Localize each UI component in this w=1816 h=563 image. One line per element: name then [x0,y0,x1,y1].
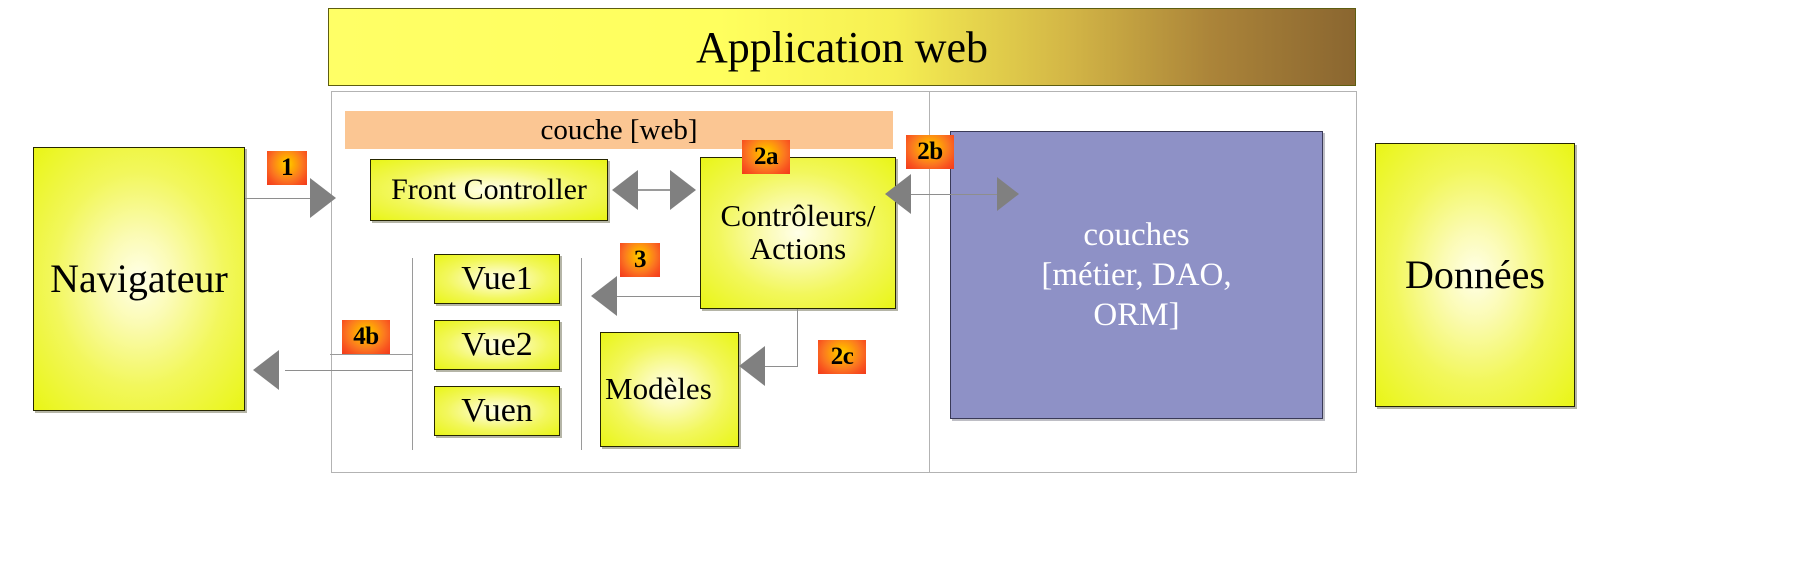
arrow-4b-shaft [285,370,412,371]
modeles-label: Modèles [605,371,712,407]
arrow-1-head [310,178,336,218]
navigateur-box: Navigateur [33,147,245,411]
business-line-3: ORM] [1093,297,1180,334]
arrow-4b-head [253,350,279,390]
controleurs-line-2: Actions [749,231,847,266]
arrow-2b-shaft [911,194,997,195]
layer-divider [929,91,930,473]
vue-stack-right-bracket [581,258,582,450]
front-controller-label: Front Controller [391,173,587,207]
badge-3-label: 3 [634,246,647,273]
arrow-2c-shaft-horizontal [765,366,798,367]
donnees-label: Données [1405,252,1545,297]
navigateur-label: Navigateur [50,256,228,301]
application-web-banner: Application web [328,8,1356,86]
donnees-box: Données [1375,143,1575,407]
controleurs-line-1: Contrôleurs/ [720,198,876,234]
arrow-2b-head-left [885,174,911,214]
arrow-1-shaft [245,198,310,199]
couche-web-label: couche [web] [540,113,698,146]
arrow-3-shaft [617,296,700,297]
badge-1-label: 1 [281,154,294,181]
arrow-2c-shaft-vertical [797,309,798,366]
arrow-2a-head-left [612,170,638,210]
vue1-box: Vue1 [434,254,560,304]
front-controller-box: Front Controller [370,159,608,221]
badge-2a-label: 2a [754,143,779,170]
arrow-2a-head-right [670,170,696,210]
badge-1: 1 [267,151,307,185]
vue2-label: Vue2 [461,326,533,364]
arrow-3-head [591,276,617,316]
controleurs-actions-box: Contrôleurs/ Actions [700,157,896,309]
arrow-2b-head-right [997,177,1019,211]
badge-2a: 2a [742,140,790,174]
vuen-box: Vuen [434,386,560,436]
vue-stack-left-bracket [412,258,413,450]
badge-2b-label: 2b [917,138,943,165]
badge-2b: 2b [906,135,954,169]
couche-web-banner: couche [web] [345,111,893,149]
badge-2c: 2c [818,340,866,374]
arrow-4b-connector [330,354,412,355]
badge-2c-label: 2c [830,343,854,370]
business-layers-box: couches [métier, DAO, ORM] [950,131,1323,419]
modeles-box: Modèles [600,332,739,447]
badge-4b-label: 4b [353,323,379,350]
application-web-label: Application web [695,22,989,72]
arrow-2a-shaft [638,189,670,191]
badge-4b: 4b [342,320,390,354]
vuen-label: Vuen [461,392,533,430]
vue1-label: Vue1 [461,260,533,298]
vue2-box: Vue2 [434,320,560,370]
arrow-2c-head [739,346,765,386]
business-line-2: [métier, DAO, [1041,256,1232,293]
badge-3: 3 [620,243,660,277]
business-line-1: couches [1083,216,1190,253]
